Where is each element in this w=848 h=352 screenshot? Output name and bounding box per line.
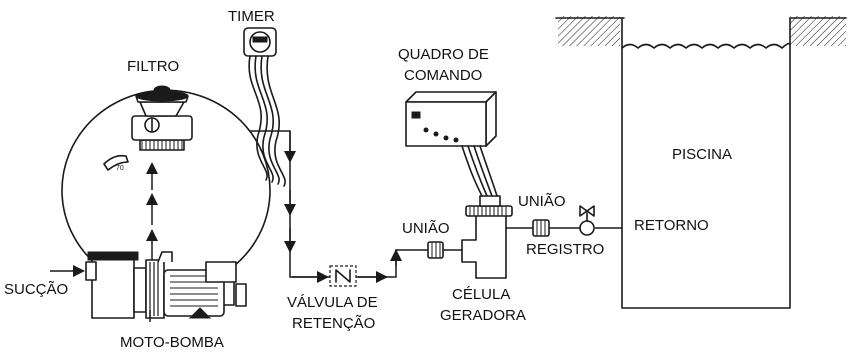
svg-text:70: 70 bbox=[116, 165, 124, 172]
generator-cell: CÉLULA GERADORA bbox=[440, 195, 526, 324]
check-valve-label-2: RETENÇÃO bbox=[292, 315, 375, 332]
multiport-valve bbox=[131, 115, 193, 141]
union-left-label: UNIÃO bbox=[402, 220, 450, 237]
motor-pump: MOTO-BOMBA bbox=[85, 251, 247, 351]
panel-label-2: COMANDO bbox=[404, 67, 482, 84]
pump-label: MOTO-BOMBA bbox=[120, 334, 224, 351]
cell-label-2: GERADORA bbox=[440, 307, 526, 324]
timer: TIMER bbox=[228, 8, 286, 187]
cell-label-1: CÉLULA bbox=[452, 286, 510, 303]
panel-label-1: QUADRO DE bbox=[398, 46, 489, 63]
union-right: UNIÃO bbox=[518, 193, 566, 237]
ground-hatch-right bbox=[790, 16, 846, 46]
union-right-label: UNIÃO bbox=[518, 193, 566, 210]
register-label: REGISTRO bbox=[526, 241, 604, 258]
return-label: RETORNO bbox=[634, 217, 709, 234]
pool-label: PISCINA bbox=[672, 146, 732, 163]
ground-hatch-left bbox=[558, 16, 620, 46]
timer-label: TIMER bbox=[228, 8, 275, 25]
union-left: UNIÃO bbox=[402, 220, 450, 259]
pool-walls bbox=[621, 17, 791, 309]
water-surface bbox=[621, 42, 791, 49]
suction-label: SUCÇÃO bbox=[4, 281, 68, 298]
control-panel: QUADRO DE COMANDO bbox=[398, 46, 498, 197]
sand-filter: 70 FILTRO bbox=[61, 58, 271, 306]
pool: PISCINA RETORNO bbox=[555, 16, 847, 309]
check-valve-label-1: VÁLVULA DE bbox=[287, 294, 378, 311]
register-valve: REGISTRO bbox=[526, 205, 604, 258]
filter-label: FILTRO bbox=[127, 58, 179, 75]
check-valve: VÁLVULA DE RETENÇÃO bbox=[287, 265, 378, 332]
pump-strainer bbox=[91, 257, 135, 319]
